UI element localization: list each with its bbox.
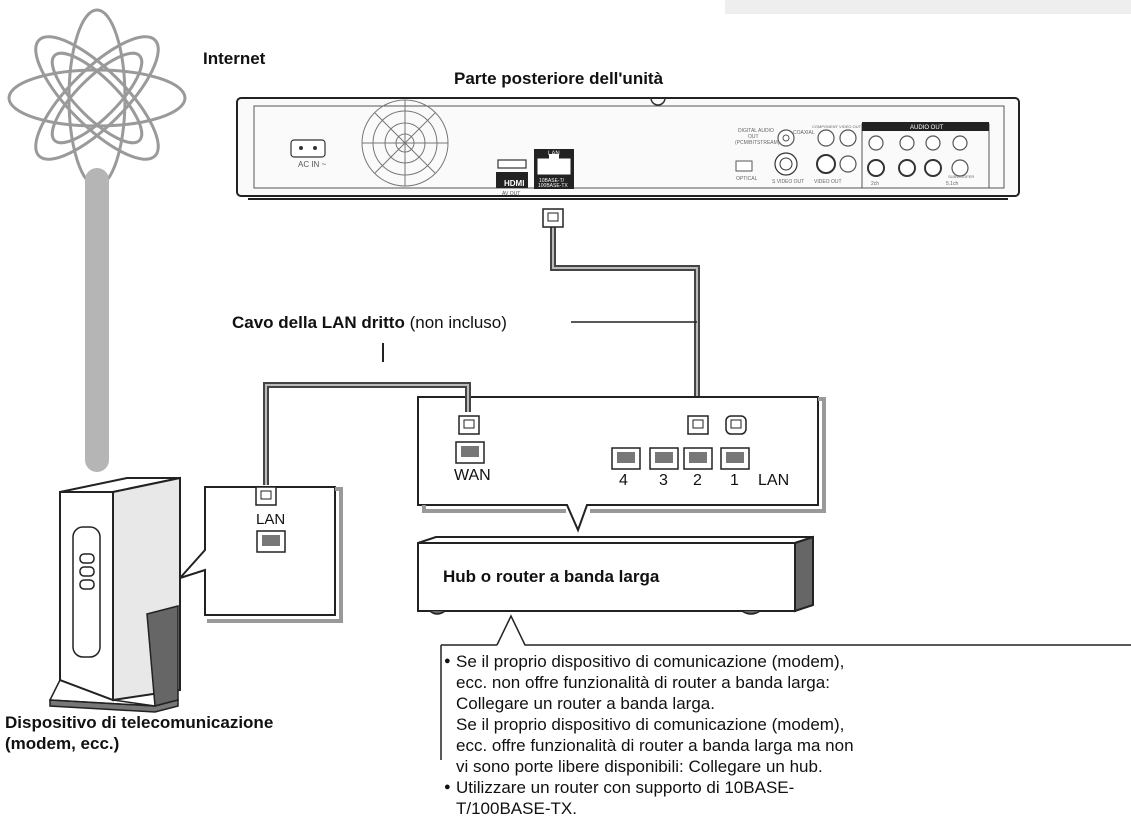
wan-port-icon — [455, 441, 485, 464]
five-one-ch-label: 5.1ch — [946, 181, 958, 187]
notes-callout-leader — [496, 614, 1131, 646]
note-item: ● Se il proprio dispositivo di comunicaz… — [444, 651, 864, 777]
fan-grille-icon — [361, 99, 449, 187]
two-ch-label: 2ch — [871, 181, 879, 187]
modem-led-1-icon — [79, 553, 95, 564]
cable-label: Cavo della LAN dritto (non incluso) — [232, 313, 507, 333]
bullet-icon: ● — [444, 655, 451, 667]
device-rear-panel: AC IN ~ HDMI AV OUT LAN 10BASE-T/ 100BAS… — [236, 97, 1020, 200]
modem-callout-shadow — [207, 487, 343, 623]
modem-wan-cable-inner — [265, 384, 469, 485]
wan-plug-icon — [458, 415, 480, 435]
note-paragraph: Utilizzare un router con supporto di 10B… — [456, 778, 795, 818]
device-lan-cable-inner — [552, 225, 698, 412]
router-spare-plug-icon — [725, 415, 747, 435]
component-pr-icon — [839, 155, 857, 173]
av-out-label: AV OUT — [502, 191, 520, 197]
router-port-1-icon — [720, 447, 750, 470]
router-port-2-icon — [683, 447, 713, 470]
surround-r-icon — [924, 159, 942, 177]
router-lan-plug-icon — [687, 415, 709, 435]
header-strip — [725, 0, 1131, 14]
router-port-4-label: 4 — [619, 472, 628, 489]
center-icon — [952, 135, 968, 151]
notes-list: ● Se il proprio dispositivo di comunicaz… — [444, 651, 864, 819]
lan-panel-label: LAN — [548, 151, 560, 157]
front-r-icon — [898, 159, 916, 177]
hdmi-label: HDMI — [504, 179, 524, 188]
modem-lan-port-icon — [256, 530, 286, 553]
audio-r-icon — [867, 159, 885, 177]
video-out-icon — [816, 154, 836, 174]
cable-label-note: (non incluso) — [409, 313, 507, 332]
router-title: Hub o router a banda larga — [443, 567, 660, 586]
modem-led-2-icon — [79, 566, 95, 577]
coaxial-label: COAXIAL — [793, 130, 815, 136]
modem-led-3-icon — [79, 579, 95, 590]
ac-in-label: AC IN ~ — [298, 160, 327, 169]
ac-in-socket-icon — [290, 139, 326, 158]
coaxial-port-icon — [777, 129, 795, 147]
note-paragraph: Se il proprio dispositivo di comunicazio… — [456, 715, 854, 776]
note-paragraph: Se il proprio dispositivo di comunicazio… — [456, 652, 845, 713]
video-out-label: VIDEO OUT — [814, 179, 842, 185]
internet-label: Internet — [203, 49, 266, 68]
audio-l-icon — [868, 135, 884, 151]
component-pb-icon — [839, 129, 857, 147]
hdmi-port-icon — [497, 159, 527, 169]
internet-globe-icon — [7, 8, 187, 188]
router-port-1-label: 1 — [730, 472, 739, 489]
router-port-3-icon — [649, 447, 679, 470]
router-port-2-label: 2 — [693, 472, 702, 489]
router-device — [417, 535, 814, 615]
wan-label: WAN — [454, 467, 491, 484]
router-callout-shadow — [422, 397, 826, 513]
digital-audio-out-label: OUT — [748, 134, 759, 140]
optical-label: OPTICAL — [736, 176, 758, 182]
front-l-icon — [899, 135, 915, 151]
subwoofer-icon — [951, 159, 969, 177]
modem-lan-plug-icon — [255, 486, 277, 506]
component-video-label: COMPONENT VIDEO OUT — [812, 124, 862, 129]
component-y-icon — [817, 129, 835, 147]
optical-port-icon — [735, 160, 753, 172]
surround-l-icon — [925, 135, 941, 151]
digital-audio-format-label: (PCM/BITSTREAM) — [735, 140, 780, 146]
device-lan-plug-icon — [542, 208, 564, 228]
lan-spec-1-label: 10BASE-T/ — [539, 178, 565, 184]
digital-audio-label: DIGITAL AUDIO — [738, 128, 774, 134]
router-lan-label: LAN — [758, 472, 790, 489]
bullet-icon: ● — [444, 781, 451, 793]
rear-panel-title: Parte posteriore dell'unità — [454, 69, 664, 88]
modem-device — [48, 476, 181, 713]
s-video-port-icon — [774, 152, 798, 176]
router-port-3-label: 3 — [659, 472, 668, 489]
router-port-4-icon — [611, 447, 641, 470]
modem-lan-label: LAN — [256, 511, 286, 528]
subwoofer-label: SUBWOOFER — [948, 174, 974, 179]
modem-label-line2: (modem, ecc.) — [5, 734, 120, 753]
lan-spec-2-label: 100BASE-TX — [538, 183, 568, 189]
cable-label-bold: Cavo della LAN dritto — [232, 313, 405, 332]
device-lan-cable-outer — [550, 225, 700, 412]
note-item: ● Utilizzare un router con supporto di 1… — [444, 777, 864, 819]
s-video-label: S VIDEO OUT — [772, 179, 804, 185]
modem-label-line1: Dispositivo di telecomunicazione — [5, 713, 274, 732]
audio-out-label: AUDIO OUT — [910, 125, 944, 131]
